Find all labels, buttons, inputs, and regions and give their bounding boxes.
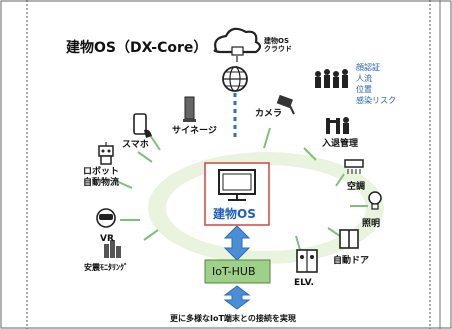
arrow-safety bbox=[143, 229, 159, 241]
arrow-camera bbox=[263, 127, 271, 149]
vr-label: VR bbox=[100, 234, 114, 244]
cloud-label: 建物OS クラウド bbox=[264, 37, 292, 53]
camera-label: カメラ bbox=[255, 109, 283, 119]
arrow-aircon bbox=[335, 173, 345, 187]
smartphone-icon bbox=[133, 113, 152, 138]
safety-monitoring-label: 安震ﾓﾆﾀﾘﾝｸﾞ bbox=[84, 263, 128, 272]
robot-icon bbox=[98, 142, 114, 165]
signage-label: サイネージ bbox=[172, 126, 217, 136]
people-crowd-icon bbox=[315, 69, 348, 88]
arrow-access bbox=[303, 147, 317, 161]
bottom-caption: 更に多様なIoT端末との接続を実現 bbox=[170, 314, 296, 323]
lighting-label: 照明 bbox=[362, 219, 381, 229]
robot-label-line1: ロボット bbox=[83, 167, 120, 177]
center-os-label: 建物OS bbox=[213, 207, 256, 221]
elevator-icon bbox=[296, 249, 318, 273]
globe-icon bbox=[222, 66, 248, 92]
people-info-infection: 感染リスク bbox=[356, 96, 396, 105]
access-gate-icon bbox=[326, 117, 349, 134]
robot-label: ロボット 自動物流 bbox=[83, 167, 119, 189]
connection-arrows bbox=[113, 127, 368, 251]
smartphone-label: スマホ bbox=[122, 140, 149, 150]
computer-icon bbox=[218, 169, 256, 201]
building-monitor-icon bbox=[104, 240, 121, 258]
iot-hub-label: IoT-HUB bbox=[212, 265, 256, 278]
camera-icon bbox=[276, 94, 295, 115]
cloud-label-line1: 建物OS bbox=[264, 37, 289, 45]
aircon-label: 空調 bbox=[347, 182, 366, 192]
signage-icon bbox=[183, 96, 196, 122]
auto-door-icon bbox=[339, 229, 359, 249]
page-title: 建物OS（DX-Core） bbox=[66, 40, 208, 56]
arrow-elevator bbox=[295, 235, 301, 251]
people-info-flow: 人流 bbox=[356, 74, 372, 83]
cloud-label-line2: クラウド bbox=[264, 45, 292, 53]
people-info-position: 位置 bbox=[356, 85, 372, 94]
arrow-signage bbox=[149, 134, 161, 151]
access-control-label: 入退管理 bbox=[322, 139, 359, 149]
arrow-robot bbox=[113, 179, 133, 189]
cloud-icon bbox=[213, 27, 262, 62]
aircon-icon bbox=[344, 159, 364, 174]
robot-label-line2: 自動物流 bbox=[83, 178, 120, 188]
people-info-list: 顔認証 人流 位置 感染リスク bbox=[356, 62, 396, 106]
people-info-face: 顔認証 bbox=[356, 63, 380, 72]
elevator-label: ELV. bbox=[294, 278, 314, 288]
light-bulb-icon bbox=[368, 191, 382, 210]
auto-door-label: 自動ドア bbox=[333, 256, 370, 266]
iot-hub-box bbox=[204, 259, 271, 284]
vr-headset-icon bbox=[96, 208, 116, 228]
arrow-door bbox=[327, 227, 341, 237]
hub-devices-arrow bbox=[223, 285, 251, 310]
arrow-smartphone bbox=[137, 151, 153, 163]
